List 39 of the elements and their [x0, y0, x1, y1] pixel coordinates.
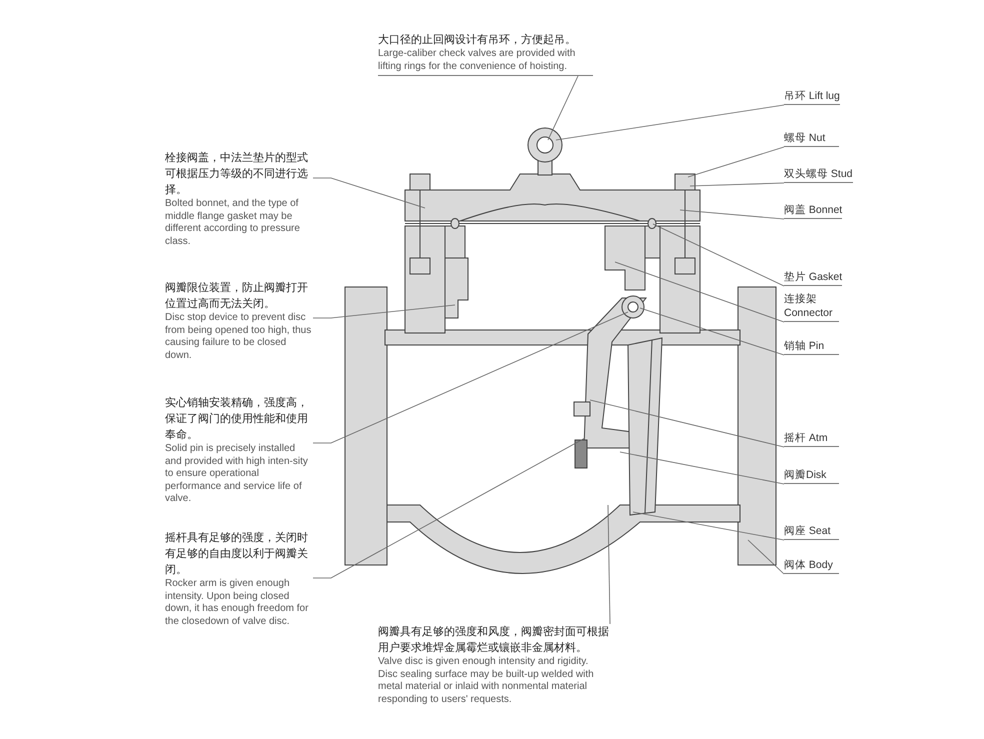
- part-label: 吊环 Lift lug: [784, 89, 840, 105]
- leader-line: [652, 224, 784, 286]
- part-label: 阀瓣Disk: [784, 468, 839, 484]
- chinese-note: 实心销轴安装精确，强度高，保证了阀门的使用性能和使用奉命。: [165, 396, 309, 443]
- leader-line: [608, 504, 610, 624]
- chinese-note: 阀瓣限位装置，防止阀瓣打开位置过高而无法关闭。: [165, 280, 309, 312]
- leader-line: [548, 76, 578, 140]
- english-note: Valve disc is given enough intensity and rigidity. Disc sealing surface may be built-up welded with metal material or inlaid with nonmental material responding to users' requests.: [378, 656, 595, 706]
- part-label: 阀盖 Bonnet: [784, 203, 842, 219]
- chinese-note: 摇杆具有足够的强度，关闭时有足够的自由度以利于阀瓣关闭。: [165, 530, 309, 578]
- part-label: 摇杆 Atm: [784, 431, 839, 447]
- part-label: 阀体 Body: [784, 558, 839, 574]
- part-label: 阀座 Seat: [784, 524, 839, 540]
- english-note: Bolted bonnet, and the type of middle flange gasket may be different according to pressure class.: [165, 198, 301, 248]
- chinese-note: 阀瓣具有足够的强度和风度，阀瓣密封面可根据用户要求堆焊金属霉烂或镶嵌非金属材料。: [378, 624, 610, 656]
- leader-line: [312, 312, 628, 444]
- leader-line: [640, 308, 784, 356]
- part-label: 螺母 Nut: [784, 131, 839, 147]
- leader-line: [556, 104, 784, 140]
- part-label: 连接架 Connector: [784, 292, 839, 322]
- chinese-note: 栓接阀盖，中法兰垫片的型式可根据压力等级的不同进行选择。: [165, 150, 309, 198]
- leader-line: [690, 182, 784, 186]
- english-note: Rocker arm is given enough intensity. Upon being closed down, it has enough freedom for the closedown of valve disc.: [165, 578, 310, 628]
- leader-line: [632, 512, 784, 540]
- part-label: 双头螺母 Stud: [784, 167, 853, 183]
- leader-line: [312, 438, 586, 578]
- chinese-note: 大口径的止回阀设计有吊环，方便起吊。: [378, 32, 577, 48]
- leader-line: [312, 304, 456, 318]
- leader-line: [590, 400, 784, 448]
- leader-line: [680, 210, 784, 220]
- part-label: 垫片 Gasket: [784, 270, 842, 286]
- part-label: 销轴 Pin: [784, 339, 839, 355]
- english-note: Large-caliber check valves are provided with lifting rings for the convenience of hoisting.: [378, 48, 593, 76]
- leader-line: [620, 452, 784, 484]
- leader-line: [312, 178, 426, 208]
- leader-line: [614, 262, 784, 322]
- english-note: Solid pin is precisely installed and provided with high inten-sity to ensure operational performance and service life of valve.: [165, 443, 309, 506]
- english-note: Disc stop device to prevent disc from being opened too high, thus causing failure to be closed down.: [165, 312, 312, 362]
- leader-line: [688, 146, 784, 178]
